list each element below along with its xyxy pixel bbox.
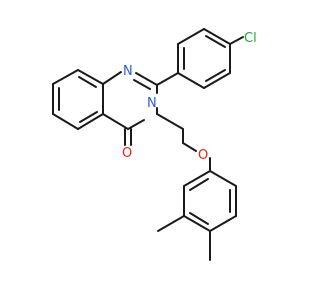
bond <box>52 69 79 85</box>
bond <box>189 212 209 225</box>
bond <box>156 113 184 130</box>
bond <box>182 142 197 152</box>
bond <box>157 215 185 232</box>
bond <box>229 36 244 45</box>
bond <box>177 28 205 45</box>
bond <box>156 72 179 86</box>
bond <box>209 170 237 187</box>
ethoxy-linker <box>156 107 211 172</box>
atom-label: N <box>123 64 133 79</box>
bond <box>127 119 145 130</box>
bond <box>77 69 104 85</box>
chlorophenyl-ring <box>177 28 244 89</box>
bond <box>77 113 104 130</box>
atom-label: O <box>198 148 208 163</box>
benzo-ring <box>52 69 104 130</box>
dimethylphenyl-ring <box>157 170 237 261</box>
bond <box>189 178 209 191</box>
structure-drawing: Cl N N O O <box>52 28 257 261</box>
bond <box>133 79 151 90</box>
atom-label: O <box>122 146 132 161</box>
bond <box>203 72 231 89</box>
bond <box>78 76 97 88</box>
bond <box>177 72 205 89</box>
bond <box>183 215 211 232</box>
bond <box>205 35 226 48</box>
bond <box>102 71 122 85</box>
atom-label: N <box>147 96 157 111</box>
pyrimidinone-ring <box>102 71 158 146</box>
bond <box>209 215 237 232</box>
molecule-diagram: Cl N N O O <box>52 28 257 261</box>
bond <box>79 111 98 123</box>
bond <box>203 28 231 45</box>
bond <box>135 72 158 86</box>
bond <box>52 113 79 130</box>
bond <box>205 69 226 82</box>
bond <box>102 113 129 130</box>
atom-label: Cl <box>244 31 257 46</box>
bond <box>183 170 211 187</box>
